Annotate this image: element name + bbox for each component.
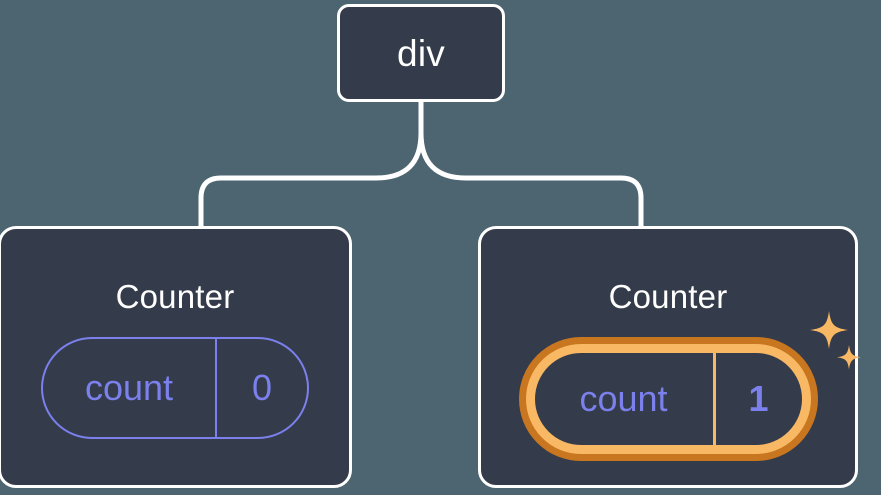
node-div-label: div [397, 32, 445, 74]
sparkles-group [809, 311, 861, 370]
node-div[interactable]: div [337, 4, 505, 102]
node-counter-left-label: Counter [115, 278, 235, 315]
node-counter-right-label: Counter [608, 278, 728, 315]
state-key-right: count [579, 378, 668, 419]
state-value-left: 0 [215, 339, 307, 437]
state-pill-left[interactable]: count 0 [41, 337, 309, 439]
state-pill-right-highlight-ring: count 1 [518, 337, 818, 461]
sparkle-small-icon [836, 345, 861, 370]
state-key-left: count [84, 367, 174, 408]
node-counter-left[interactable]: Counter count 0 [0, 226, 352, 488]
state-pill-right-inner-ring: count 1 [525, 344, 811, 454]
connector-right [418, 98, 644, 231]
connector-left [198, 98, 424, 231]
state-pill-right[interactable]: count 1 [534, 353, 802, 445]
state-pill-right-wrap: count 1 [518, 311, 861, 461]
state-pill-left-wrap: count 0 [41, 337, 309, 439]
sparkle-large-icon [809, 311, 848, 349]
node-counter-right[interactable]: Counter count 1 [478, 226, 861, 488]
state-value-right: 1 [712, 353, 802, 445]
